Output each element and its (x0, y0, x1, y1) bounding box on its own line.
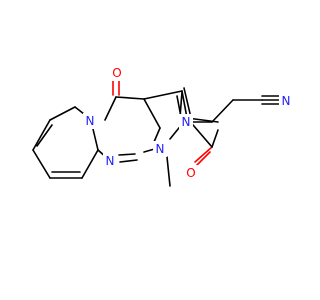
atom-label-amide-o: O (186, 166, 195, 180)
bond (194, 146, 213, 163)
molecule-structure: N N N N N O O (32, 65, 293, 187)
bond (153, 127, 161, 143)
bond (92, 128, 99, 151)
atom-label-pyridine-n: N (86, 114, 95, 128)
bond (49, 106, 76, 121)
atom-label-ketone-o: O (112, 66, 121, 80)
atom-label-nitrile-n: N (282, 94, 291, 108)
bond (181, 90, 188, 119)
bond (118, 153, 136, 156)
bond (143, 98, 161, 129)
bond (32, 119, 51, 151)
atom-label-amide-n: N (182, 115, 191, 129)
bond (104, 96, 117, 121)
bond (74, 106, 85, 115)
bond (195, 151, 211, 167)
bond (115, 96, 145, 100)
bond (143, 90, 183, 100)
bond (32, 149, 51, 179)
atom-labels: N N N N N O O (83, 65, 293, 181)
bond (211, 129, 219, 148)
bond (119, 159, 138, 163)
atom-label-pyrimidine-n: N (106, 154, 115, 168)
bond (179, 91, 183, 118)
bond (211, 99, 234, 123)
bond (81, 149, 99, 179)
atom-label-pyrrole-n: N (156, 142, 165, 156)
bonds (32, 79, 283, 187)
bond (36, 124, 53, 147)
bond (166, 156, 171, 187)
